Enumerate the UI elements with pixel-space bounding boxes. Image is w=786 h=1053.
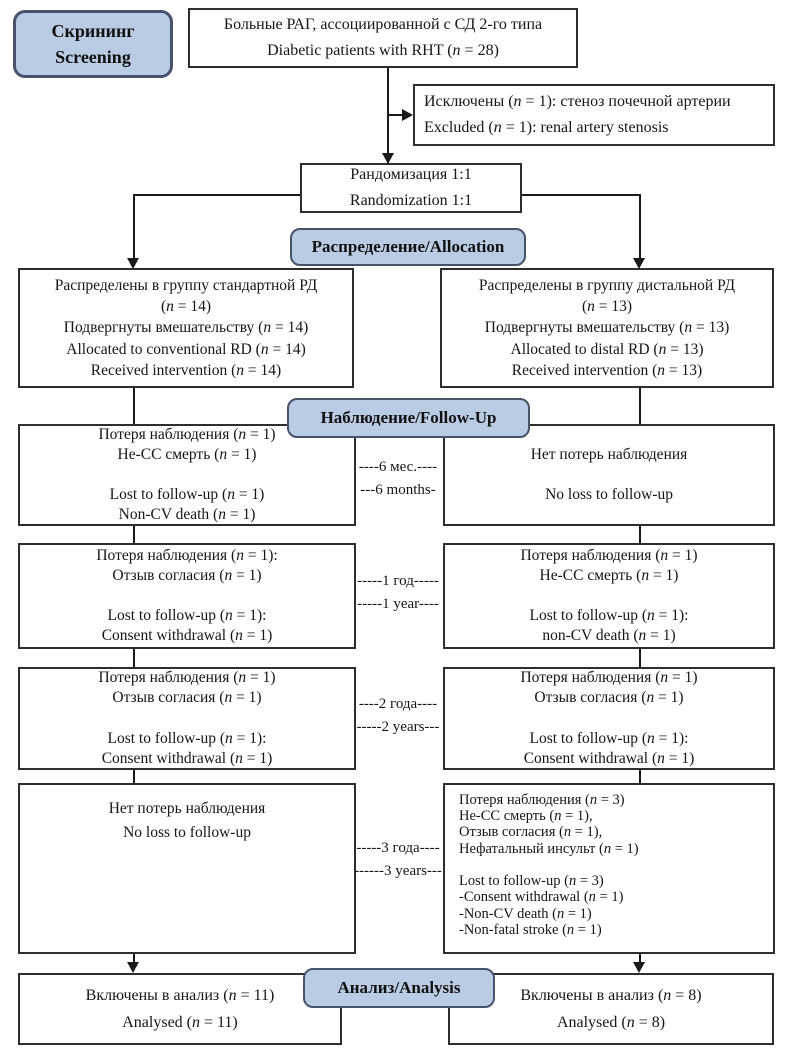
connector-excluded-branch bbox=[389, 114, 403, 116]
allocation-left-box-text: Распределены в группу стандартной РД(n =… bbox=[54, 276, 318, 380]
analysis-left-box: Включены в анализ (n = 11)Analysed (n = … bbox=[18, 973, 342, 1045]
connector-randomization-left-vertical bbox=[133, 194, 135, 258]
excluded-box-text: Исключены (n = 1): стеноз почечной артер… bbox=[424, 93, 731, 136]
connector-row3-row4-right bbox=[639, 770, 641, 784]
allocation-stage-label-text: Распределение/Allocation bbox=[311, 237, 505, 256]
followup-row2-left-text: Потеря наблюдения (n = 1):Отзыв согласия… bbox=[96, 546, 278, 645]
connector-allocation-row1-right bbox=[639, 388, 641, 426]
enrollment-box: Больные РАГ, ассоциированной с СД 2-го т… bbox=[188, 8, 578, 68]
followup-row3-right-text: Потеря наблюдения (n = 1)Отзыв согласия … bbox=[520, 669, 698, 767]
followup-row3-left-box: Потеря наблюдения (n = 1)Отзыв согласия … bbox=[18, 667, 356, 770]
followup-stage-label: Наблюдение/Follow-Up bbox=[287, 398, 530, 438]
arrowhead-analysis-left bbox=[127, 962, 139, 973]
followup-row3-right-box: Потеря наблюдения (n = 1)Отзыв согласия … bbox=[443, 667, 775, 770]
connector-row4-analysis-left bbox=[133, 954, 135, 963]
connector-allocation-row1-left bbox=[133, 388, 135, 426]
analysis-right-box-text: Включены в анализ (n = 8)Analysed (n = 8… bbox=[520, 986, 702, 1031]
analysis-right-box: Включены в анализ (n = 8)Analysed (n = 8… bbox=[448, 973, 774, 1045]
allocation-left-box: Распределены в группу стандартной РД(n =… bbox=[18, 268, 354, 388]
arrowhead-allocation-left bbox=[127, 258, 139, 269]
connector-randomization-left-horizontal bbox=[134, 194, 300, 196]
connector-randomization-right-horizontal bbox=[522, 194, 641, 196]
connector-row3-row4-left bbox=[133, 770, 135, 784]
arrowhead-allocation-right bbox=[633, 258, 645, 269]
connector-row1-row2-right bbox=[639, 526, 641, 544]
arrowhead-excluded bbox=[402, 109, 413, 121]
connector-enrollment-randomization bbox=[387, 68, 389, 164]
connector-randomization-right-vertical bbox=[639, 194, 641, 258]
followup-row1-right-text: Нет потерь наблюдения No loss to follow-… bbox=[530, 445, 688, 504]
followup-row2-right-text: Потеря наблюдения (n = 1)Не-СС смерть (n… bbox=[520, 546, 698, 645]
followup-row2-left-box: Потеря наблюдения (n = 1):Отзыв согласия… bbox=[18, 543, 356, 649]
allocation-right-box: Распределены в группу дистальной РД(n = … bbox=[440, 268, 774, 388]
followup-row2-timepoint: -----1 год----------1 year---- bbox=[357, 573, 439, 613]
followup-row3-left-text: Потеря наблюдения (n = 1)Отзыв согласия … bbox=[98, 669, 276, 767]
followup-row2-right-box: Потеря наблюдения (n = 1)Не-СС смерть (n… bbox=[443, 543, 775, 649]
arrowhead-randomization bbox=[382, 153, 394, 164]
analysis-stage-label-text: Анализ/Analysis bbox=[337, 978, 461, 997]
arrowhead-analysis-right bbox=[633, 962, 645, 973]
allocation-stage-label: Распределение/Allocation bbox=[290, 228, 526, 266]
connector-row2-row3-right bbox=[639, 649, 641, 668]
followup-row1-left-box: Потеря наблюдения (n = 1)Не-СС смерть (n… bbox=[18, 424, 356, 526]
excluded-box: Исключены (n = 1): стеноз почечной артер… bbox=[413, 84, 775, 146]
connector-row2-row3-left bbox=[133, 649, 135, 668]
enrollment-box-text: Больные РАГ, ассоциированной с СД 2-го т… bbox=[223, 16, 543, 59]
followup-row4-right-box: Потеря наблюдения (n = 3)Не-СС смерть (n… bbox=[443, 783, 775, 954]
analysis-left-box-text: Включены в анализ (n = 11)Analysed (n = … bbox=[85, 986, 275, 1031]
followup-row1-right-box: Нет потерь наблюдения No loss to follow-… bbox=[443, 424, 775, 526]
followup-stage-label-text: Наблюдение/Follow-Up bbox=[320, 408, 497, 427]
followup-row4-right-text: Потеря наблюдения (n = 3)Не-СС смерть (n… bbox=[459, 792, 639, 938]
followup-row3-timepoint: ----2 года---------2 years--- bbox=[356, 696, 440, 736]
analysis-stage-label: Анализ/Analysis bbox=[303, 968, 495, 1008]
followup-row1-timepoint: ----6 мес.-------6 months- bbox=[358, 459, 438, 499]
allocation-right-box-text: Распределены в группу дистальной РД(n = … bbox=[478, 276, 736, 380]
followup-row1-left-text: Потеря наблюдения (n = 1)Не-СС смерть (n… bbox=[98, 425, 276, 524]
connector-row1-row2-left bbox=[133, 526, 135, 544]
connector-row4-analysis-right bbox=[639, 954, 641, 963]
followup-row4-timepoint: -----3 года----------3 years--- bbox=[354, 840, 442, 880]
